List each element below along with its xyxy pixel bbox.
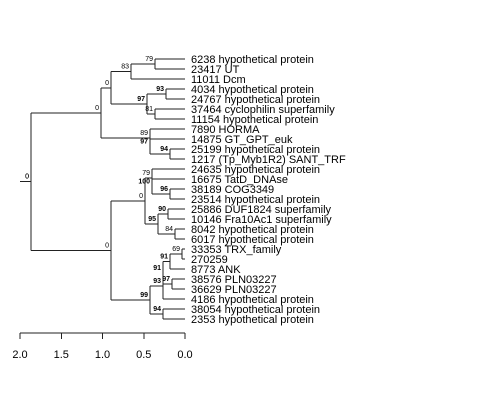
leaf-label: 16675 TatD_DNAse: [191, 174, 288, 186]
scale-axis: 2.0 1.5 1.0 0.5 0.0: [12, 332, 193, 361]
support-value: 90: [158, 206, 166, 213]
leaf-label: 6238 hypothetical protein: [191, 54, 314, 66]
leaf-label: 8773 ANK: [191, 264, 241, 276]
support-value: 97: [137, 96, 145, 103]
leaf-label: 38054 hypothetical protein: [191, 304, 320, 316]
leaf-label: 1217 (Tp_Myb1R2) SANT_TRF: [191, 154, 346, 166]
support-value: 0: [139, 193, 143, 200]
support-value: 100: [138, 179, 150, 186]
leaf-label: 23417 UT: [191, 64, 240, 76]
support-value: 0: [105, 80, 109, 87]
support-value: 83: [121, 64, 129, 71]
support-value: 69: [172, 246, 180, 253]
leaf-label: 270259: [191, 254, 228, 266]
leaf-label: 25199 hypothetical protein: [191, 144, 320, 156]
support-value: 0: [95, 105, 99, 112]
leaf-label: 11011 Dcm: [191, 74, 246, 86]
support-value: 0: [25, 174, 29, 181]
support-value: 84: [165, 226, 173, 233]
support-value: 99: [140, 292, 148, 299]
leaf-label: 25886 DUF1824 superfamily: [191, 204, 332, 216]
leaf-label: 24635 hypothetical protein: [191, 164, 320, 176]
support-value: 91: [153, 265, 161, 272]
leaf-label: 8042 hypothetical protein: [191, 224, 314, 236]
axis-tick-label: 0.0: [177, 349, 192, 361]
leaf-label: 7890 HORMA: [191, 124, 260, 136]
leaf-label: 38576 PLN03227: [191, 274, 277, 286]
leaf-label: 37464 cyclophilin superfamily: [191, 104, 335, 116]
support-value: 79: [142, 170, 150, 177]
leaf-label: 36629 PLN03227: [191, 284, 277, 296]
tree-branches: [20, 58, 185, 320]
axis-tick-label: 0.5: [136, 349, 151, 361]
support-value: 79: [145, 56, 153, 63]
support-value: 91: [160, 254, 168, 261]
support-value: 96: [160, 186, 168, 193]
leaf-label: 4034 hypothetical protein: [191, 84, 314, 96]
support-value: 93: [156, 86, 164, 93]
axis-tick-label: 1.5: [54, 349, 69, 361]
support-value: 89: [140, 130, 148, 137]
leaf-label: 10146 Fra10Ac1 superfamily: [191, 214, 332, 226]
support-value: 94: [160, 146, 168, 153]
leaf-label: 11154 hypothetical protein: [191, 114, 318, 126]
support-value: 95: [148, 216, 156, 223]
leaf-label: 24767 hypothetical protein: [191, 94, 320, 106]
support-value: 97: [162, 276, 170, 283]
support-value: 94: [153, 306, 161, 313]
axis-tick-label: 1.0: [95, 349, 110, 361]
axis-tick-label: 2.0: [12, 349, 27, 361]
support-value: 0: [105, 242, 109, 249]
support-value: 97: [140, 139, 148, 146]
leaf-label: 4186 hypothetical protein: [191, 294, 314, 306]
support-value: 0: [25, 174, 29, 181]
leaf-label: 38189 COG3349: [191, 184, 274, 196]
support-values: 7983938197094978909610079908495069919791…: [25, 56, 180, 313]
support-value: 81: [145, 106, 153, 113]
leaf-label: 2353 hypothetical protein: [191, 314, 314, 326]
leaf-label: 23514 hypothetical protein: [191, 194, 320, 206]
support-value: 93: [153, 278, 161, 285]
leaf-label: 33353 TRX_family: [191, 244, 282, 256]
leaf-label: 6017 hypothetical protein: [191, 234, 314, 246]
leaf-label: 14875 GT_GPT_euk: [191, 134, 293, 146]
